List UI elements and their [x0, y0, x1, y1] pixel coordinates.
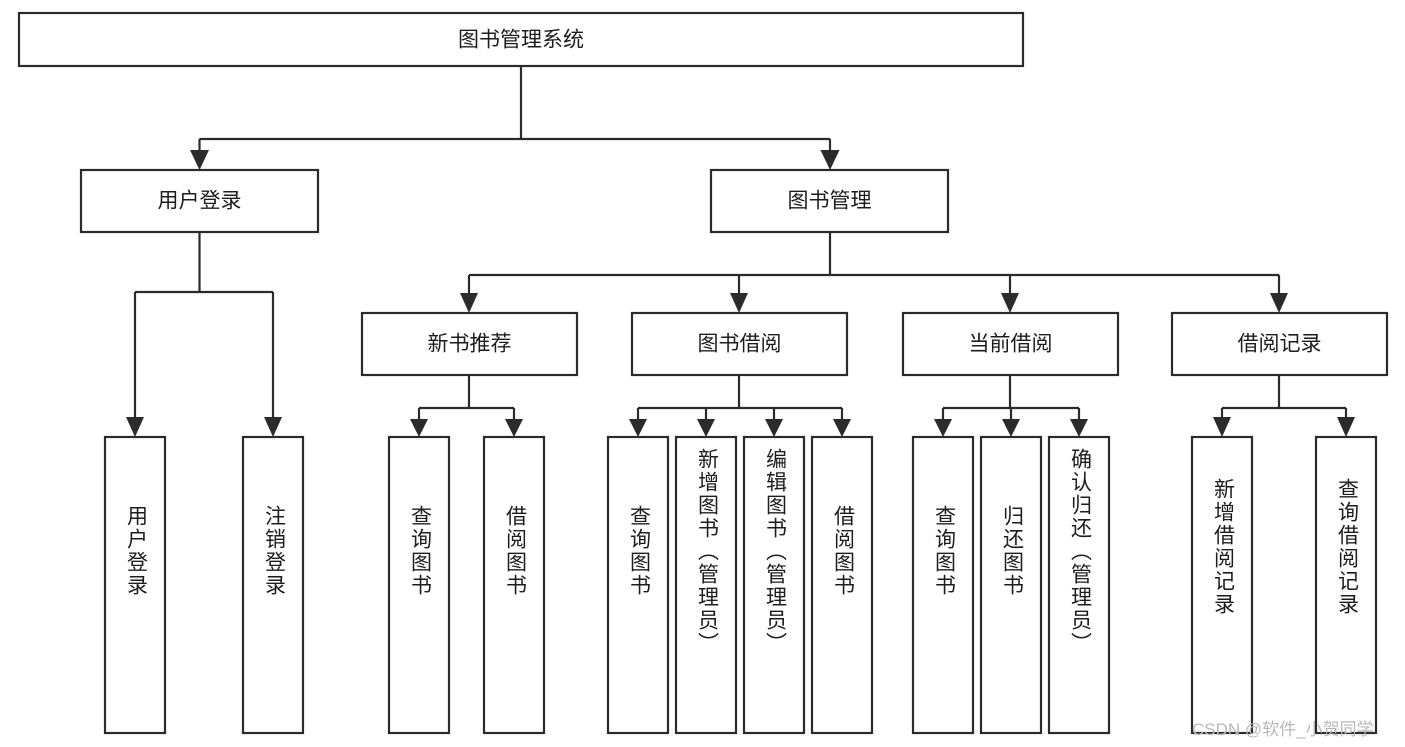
node-user-login-box[interactable]: [79, 168, 320, 234]
node-borrow-record-label: 借阅记录: [1238, 333, 1322, 356]
leaf-rec-borrow-box[interactable]: [482, 435, 546, 735]
connectors-layer: [133, 66, 1348, 420]
leaf-rec-add[interactable]: 新增借阅记录: [1190, 435, 1254, 735]
node-current-borrow-label: 当前借阅: [969, 333, 1053, 356]
arrow-to-leaf-rec-query: [410, 419, 428, 437]
arrow-to-leaf-borrow-add: [697, 419, 715, 437]
arrow-to-current-borrow: [1001, 293, 1019, 313]
leaf-user-logout-label: 注销登录: [262, 505, 286, 597]
node-book-borrow-box[interactable]: [630, 311, 849, 377]
node-root[interactable]: 图书管理系统: [17, 11, 1025, 68]
node-root-box[interactable]: [17, 11, 1025, 68]
leaf-cur-query[interactable]: 查询图书: [911, 435, 975, 735]
arrow-to-leaf-cur-confirm: [1070, 419, 1088, 437]
leaf-cur-return[interactable]: 归还图书: [979, 435, 1043, 735]
arrow-to-leaf-borrow-lend: [833, 419, 851, 437]
node-borrow-record-box[interactable]: [1170, 311, 1389, 377]
leaf-borrow-edit-box[interactable]: [742, 435, 806, 735]
leaf-borrow-add-box[interactable]: [674, 435, 738, 735]
leaf-cur-query-label: 查询图书: [932, 505, 956, 597]
leaf-user-logout-box[interactable]: [241, 435, 305, 735]
arrow-to-leaf-borrow-edit: [765, 419, 783, 437]
node-book-manage-box[interactable]: [709, 168, 950, 234]
node-user-login-label: 用户登录: [158, 190, 242, 213]
node-current-borrow-box[interactable]: [901, 311, 1120, 377]
leaf-rec-query-label: 查询图书: [408, 505, 432, 597]
leaf-cur-confirm[interactable]: 确认归还（管理员）: [1047, 435, 1111, 735]
leaf-user-login-label: 用户登录: [124, 505, 148, 597]
arrow-to-leaf-rec-add: [1213, 417, 1231, 437]
leaf-user-login[interactable]: 用户登录: [103, 435, 167, 735]
node-current-borrow[interactable]: 当前借阅: [901, 311, 1120, 377]
leaf-borrow-edit-label: 编辑图书（管理员）: [763, 448, 787, 655]
leaf-borrow-lend-label: 借阅图书: [831, 505, 855, 597]
leaf-rec-add-box[interactable]: [1190, 435, 1254, 735]
node-book-borrow[interactable]: 图书借阅: [630, 311, 849, 377]
leaf-borrow-query[interactable]: 查询图书: [606, 435, 670, 735]
arrow-to-leaf-borrow-query: [629, 419, 647, 437]
leaf-borrow-lend[interactable]: 借阅图书: [810, 435, 874, 735]
leaf-rec-query2-box[interactable]: [1314, 435, 1378, 735]
leaf-rec-query-box[interactable]: [387, 435, 451, 735]
arrow-to-leaf-user-logout: [264, 417, 282, 437]
leaf-rec-borrow-label: 借阅图书: [503, 505, 527, 597]
arrow-to-new-book-rec: [460, 293, 478, 313]
arrow-to-leaf-rec-borrow: [505, 419, 523, 437]
leaf-borrow-query-label: 查询图书: [627, 505, 651, 597]
leaf-user-login-box[interactable]: [103, 435, 167, 735]
leaf-cur-confirm-box[interactable]: [1047, 435, 1111, 735]
arrow-to-borrow-record: [1270, 293, 1288, 313]
leaf-borrow-edit[interactable]: 编辑图书（管理员）: [742, 435, 806, 735]
leaf-cur-confirm-label: 确认归还（管理员）: [1068, 448, 1092, 655]
arrow-to-leaf-rec-query2: [1337, 417, 1355, 437]
node-new-book-rec[interactable]: 新书推荐: [360, 311, 579, 377]
node-user-login[interactable]: 用户登录: [79, 168, 320, 234]
leaf-user-logout[interactable]: 注销登录: [241, 435, 305, 735]
arrow-to-leaf-cur-return: [1002, 419, 1020, 437]
arrowheads-layer: [126, 150, 1355, 437]
node-new-book-rec-box[interactable]: [360, 311, 579, 377]
leaf-rec-add-label: 新增借阅记录: [1211, 478, 1235, 616]
leaf-rec-query2[interactable]: 查询借阅记录: [1314, 435, 1378, 735]
leaf-cur-return-box[interactable]: [979, 435, 1043, 735]
node-book-manage-label: 图书管理: [788, 190, 872, 213]
leaf-cur-query-box[interactable]: [911, 435, 975, 735]
leaf-borrow-add-label: 新增图书（管理员）: [695, 448, 719, 655]
node-new-book-rec-label: 新书推荐: [428, 333, 512, 356]
node-root-label: 图书管理系统: [458, 29, 584, 52]
leaf-borrow-add[interactable]: 新增图书（管理员）: [674, 435, 738, 735]
leaf-borrow-lend-box[interactable]: [810, 435, 874, 735]
leaf-borrow-query-box[interactable]: [606, 435, 670, 735]
node-borrow-record[interactable]: 借阅记录: [1170, 311, 1389, 377]
arrow-to-book-manage: [820, 150, 840, 170]
leaf-rec-query2-label: 查询借阅记录: [1335, 478, 1359, 616]
arrow-to-book-borrow: [730, 293, 748, 313]
node-book-manage[interactable]: 图书管理: [709, 168, 950, 234]
leaf-rec-borrow[interactable]: 借阅图书: [482, 435, 546, 735]
arrow-to-leaf-cur-query: [934, 419, 952, 437]
leaf-cur-return-label: 归还图书: [1000, 505, 1024, 597]
arrow-to-leaf-user-login: [126, 417, 144, 437]
leaf-rec-query[interactable]: 查询图书: [387, 435, 451, 735]
arrow-to-user-login: [190, 150, 209, 170]
node-book-borrow-label: 图书借阅: [698, 333, 782, 356]
